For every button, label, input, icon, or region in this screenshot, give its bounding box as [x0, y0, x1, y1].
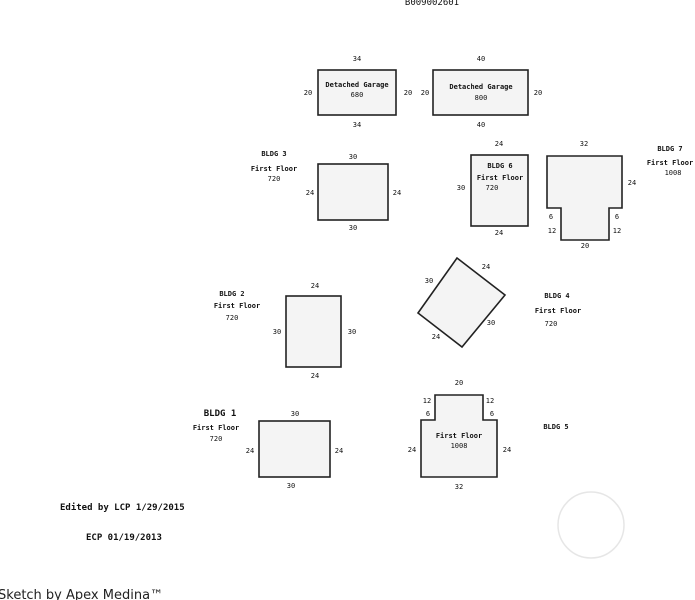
detached-garage-right[interactable]: Detached Garage 800 40 40 20 20 — [421, 55, 542, 129]
compass-circle — [557, 491, 625, 559]
garage-left-left-dim: 20 — [304, 89, 312, 97]
bldg-5-name: BLDG 5 — [543, 423, 568, 431]
bldg-2-right-dim: 30 — [348, 328, 356, 336]
bldg-6-bottom-dim: 24 — [495, 229, 503, 237]
bldg-7-outline — [546, 155, 623, 241]
garage-left-outline — [317, 69, 397, 116]
initials-date: ECP 01/19/2013 — [86, 533, 162, 543]
garage-right-left-dim: 20 — [421, 89, 429, 97]
bldg-3-left-dim: 24 — [306, 189, 314, 197]
bldg-1[interactable]: BLDG 1 First Floor 720 30 30 24 24 — [193, 409, 343, 490]
bldg-5-right-dim: 24 — [503, 446, 511, 454]
bldg-3-area: 720 — [268, 175, 281, 183]
bldg-4-top-right-dim: 24 — [482, 263, 490, 271]
garage-right-title: Detached Garage — [449, 83, 512, 91]
bldg-7[interactable]: BLDG 7 First Floor 1008 32 24 6 12 6 12 … — [546, 140, 693, 250]
bldg-2-outline — [285, 295, 342, 368]
bldg-6-left-dim: 30 — [457, 184, 465, 192]
bldg-4-name: BLDG 4 — [544, 292, 569, 300]
garage-left-area: 680 — [351, 91, 364, 99]
bldg-1-left-dim: 24 — [246, 447, 254, 455]
parcel-id: B009002601 — [405, 0, 459, 8]
bldg-3-top-dim: 30 — [349, 153, 357, 161]
bldg-3-outline — [317, 163, 389, 221]
bldg-4-top-left-dim: 30 — [425, 277, 433, 285]
bldg-4-floor: First Floor — [535, 307, 581, 315]
bldg-4-area: 720 — [545, 320, 558, 328]
edited-note: Edited by LCP 1/29/2015 — [60, 502, 185, 513]
bldg-2-top-dim: 24 — [311, 282, 319, 290]
bldg-7-notch-right-top: 6 — [615, 213, 619, 221]
bldg-5-notch-right-top: 12 — [486, 397, 494, 405]
bldg-7-area: 1008 — [665, 169, 682, 177]
bldg-6-area: 720 — [486, 184, 499, 192]
bldg-2-name: BLDG 2 — [219, 290, 244, 298]
bldg-7-right-dim: 24 — [628, 179, 636, 187]
bldg-5-top-dim: 20 — [455, 379, 463, 387]
bldg-4-bottom-right-dim: 30 — [487, 319, 495, 327]
bldg-5-left-dim: 24 — [408, 446, 416, 454]
bldg-1-name: BLDG 1 — [204, 409, 237, 419]
bldg-5-notch-left-top: 12 — [423, 397, 431, 405]
bldg-1-outline — [258, 420, 331, 478]
garage-left-right-dim: 20 — [404, 89, 412, 97]
bldg-5[interactable]: BLDG 5 First Floor 1008 20 12 6 12 6 24 … — [408, 379, 569, 491]
bldg-1-right-dim: 24 — [335, 447, 343, 455]
garage-right-outline — [432, 69, 529, 116]
sketch-credit: Sketch by Apex Medina™ — [0, 588, 163, 600]
bldg-1-top-dim: 30 — [291, 410, 299, 418]
bldg-1-bottom-dim: 30 — [287, 482, 295, 490]
bldg-7-name: BLDG 7 — [657, 145, 682, 153]
bldg-3[interactable]: BLDG 3 First Floor 720 30 30 24 24 — [251, 150, 401, 232]
bldg-4[interactable]: BLDG 4 First Floor 720 24 30 24 30 — [416, 256, 581, 349]
bldg-7-bottom-dim: 20 — [581, 242, 589, 250]
bldg-6-outline — [470, 154, 529, 227]
garage-right-bottom-dim: 40 — [477, 121, 485, 129]
bldg-1-area: 720 — [210, 435, 223, 443]
bldg-6-floor: First Floor — [477, 174, 523, 182]
bldg-2-floor: First Floor — [214, 302, 260, 310]
bldg-7-notch-left-top: 6 — [549, 213, 553, 221]
bldg-1-floor: First Floor — [193, 424, 239, 432]
bldg-7-notch-right-bottom: 12 — [613, 227, 621, 235]
bldg-6-top-dim: 24 — [495, 140, 503, 148]
bldg-3-right-dim: 24 — [393, 189, 401, 197]
bldg-2-left-dim: 30 — [273, 328, 281, 336]
bldg-4-outline — [416, 256, 507, 349]
bldg-7-top-dim: 32 — [580, 140, 588, 148]
detached-garage-left[interactable]: Detached Garage 680 34 34 20 20 — [304, 55, 412, 129]
garage-right-area: 800 — [475, 94, 488, 102]
bldg-3-bottom-dim: 30 — [349, 224, 357, 232]
garage-left-bottom-dim: 34 — [353, 121, 361, 129]
bldg-6-name: BLDG 6 — [487, 162, 512, 170]
bldg-3-name: BLDG 3 — [261, 150, 286, 158]
bldg-6[interactable]: BLDG 6 First Floor 720 24 24 30 — [457, 140, 529, 237]
bldg-5-notch-right-bottom: 6 — [490, 410, 494, 418]
bldg-7-notch-left-bottom: 12 — [548, 227, 556, 235]
bldg-5-bottom-dim: 32 — [455, 483, 463, 491]
bldg-5-floor: First Floor — [436, 432, 482, 440]
bldg-5-area: 1008 — [451, 442, 468, 450]
garage-right-top-dim: 40 — [477, 55, 485, 63]
bldg-5-outline — [420, 394, 498, 478]
bldg-2-area: 720 — [226, 314, 239, 322]
garage-left-top-dim: 34 — [353, 55, 361, 63]
bldg-4-bottom-left-dim: 24 — [432, 333, 440, 341]
garage-right-right-dim: 20 — [534, 89, 542, 97]
bldg-2[interactable]: BLDG 2 First Floor 720 24 24 30 30 — [214, 282, 356, 380]
bldg-3-floor: First Floor — [251, 165, 297, 173]
garage-left-title: Detached Garage — [325, 81, 388, 89]
bldg-2-bottom-dim: 24 — [311, 372, 319, 380]
bldg-7-floor: First Floor — [647, 159, 693, 167]
bldg-5-notch-left-bottom: 6 — [426, 410, 430, 418]
